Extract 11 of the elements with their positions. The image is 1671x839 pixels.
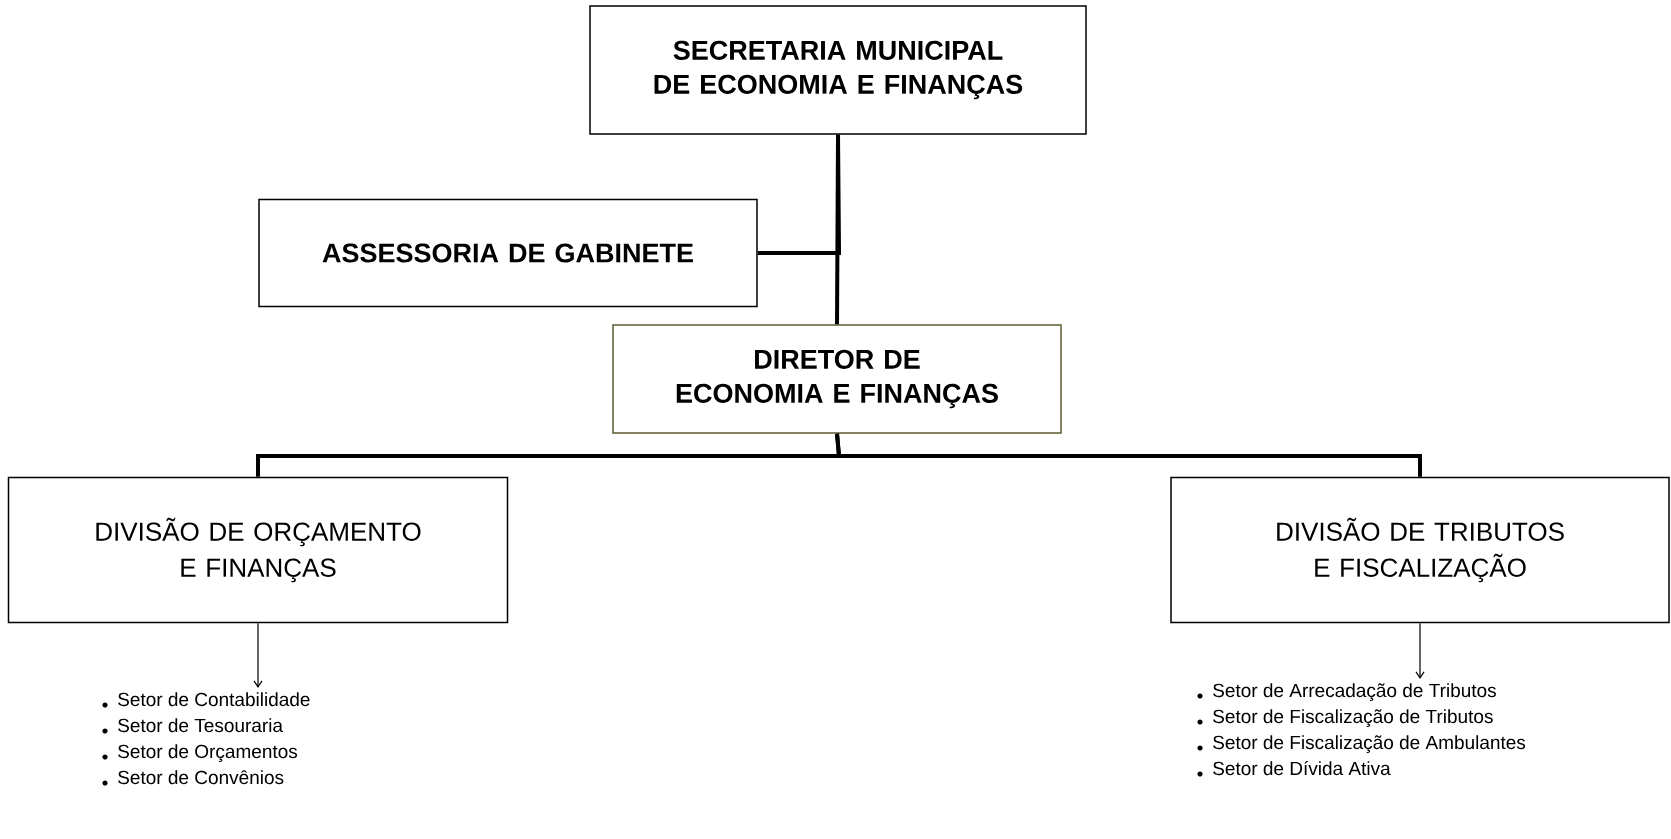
org-box: DIRETOR DE ECONOMIA E FINANÇAS [612, 324, 1062, 434]
org-box: DIVISÃO DE TRIBUTOS E FISCALIZAÇÃO [1170, 476, 1670, 624]
connector [835, 433, 1422, 477]
bullet-list: Setor de Contabilidade Setor de Tesouraria Setor de Orçamentos Setor de Convênios [118, 692, 310, 785]
bullet-list: Setor de Arrecadação de Tributos Setor de Fiscalização de Tributos Setor de Fiscalização de Ambulantes Setor de Dívida Ativa [1213, 683, 1526, 776]
connector [835, 134, 840, 325]
org-box: ASSESSORIA DE GABINETE [258, 198, 758, 308]
org-box: DIVISÃO DE ORÇAMENTO E FINANÇAS [7, 476, 509, 624]
org-box: SECRETARIA MUNICIPAL DE ECONOMIA E FINANÇAS [589, 5, 1087, 135]
connector [1415, 622, 1425, 679]
connector [253, 622, 263, 688]
